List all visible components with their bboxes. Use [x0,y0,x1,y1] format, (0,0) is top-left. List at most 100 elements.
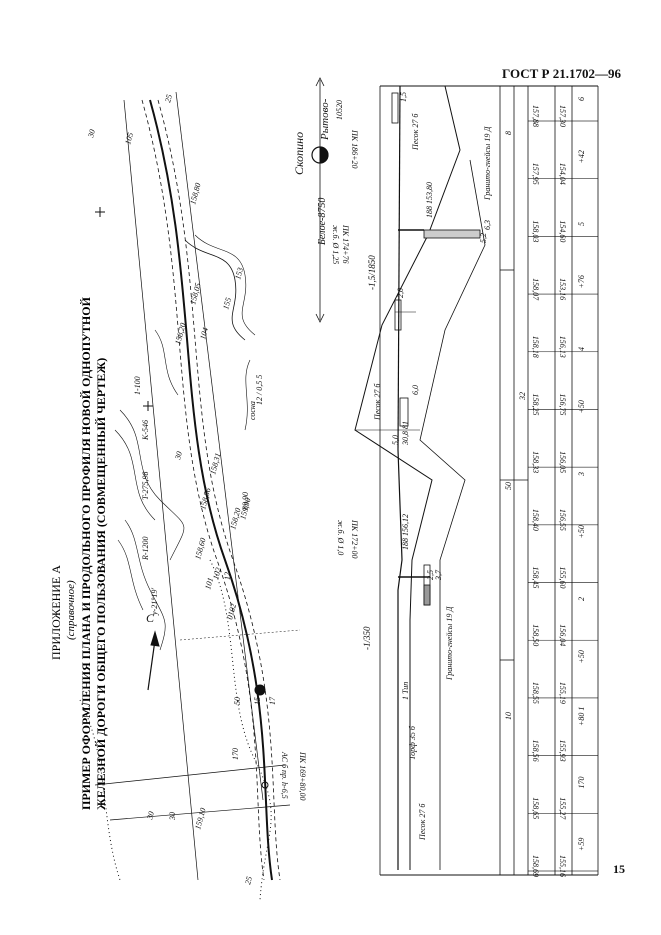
elev-point: 155 [221,297,233,311]
profile-picket: 4 [577,347,586,351]
elevation-ground: 155,27 [558,797,567,820]
pk-start: ПК 169+80,00 [298,751,307,801]
profile-mark: 188 153,80 [425,182,434,218]
profile-picket: 170 [577,777,586,789]
appendix-note: (справочное) [65,580,77,640]
profile-picket: 3 [577,472,586,477]
elevation-ground: 156,13 [558,336,567,358]
profile-picket: +50 [577,650,586,663]
profile-picket: +80 1 [577,707,586,726]
elevation-design: 158,55 [531,682,540,704]
picket-label: 170 [231,748,240,760]
appendix-label: ПРИЛОЖЕНИЕ А [49,565,63,660]
profile-mark: 2,0 [396,288,405,298]
elevation-design: 158,33 [531,451,540,473]
elevation-ground: 155,19 [558,682,567,704]
curve-radius: R-1200 [141,536,150,561]
profile-mark: 1,5 [399,92,408,102]
soil-label: Песок 27 б [418,803,427,841]
pine-label: сосна [248,401,257,420]
elevation-ground: 156,04 [558,624,567,646]
elevation-ground: 157,30 [558,105,567,127]
soil-label: 1 Тип [401,682,410,700]
elev-point: 158,20 [173,322,187,346]
station-rytovo-code: 10520 [335,100,344,120]
soil-label: Гранито-гнейсы 19 Д [483,126,492,201]
profile-mark: 5,2 [479,233,488,243]
profile-picket: +76 [577,275,586,288]
contour-label: 105 [123,132,135,146]
railway-axis [149,99,273,881]
profile-picket: +59 [577,838,586,851]
elev-point: 158,56 [198,487,212,511]
elevation-ground: 154,04 [558,163,567,185]
picket-label: 50 [233,697,242,705]
railway-edge-left [141,99,265,881]
curve-tangent: T-275,98 [141,471,150,500]
profile-picket: +50 [577,400,586,413]
contour-label: 101 [203,577,215,591]
title-line-1: ПРИМЕР ОФОРМЛЕНИЯ ПЛАНА И ПРОДОЛЬНОГО ПР… [79,296,93,810]
elevation-design: 158,45 [531,567,540,589]
elev-point: 158,31 [208,452,222,476]
slope-right: -1,5/1850 [367,255,377,290]
contour-label: 104 [198,327,210,341]
picket-label: 15 [253,697,262,705]
contour-label: 30 [173,450,184,461]
pk-right: ПК 186+20 [350,129,359,169]
contour-label: 25 [163,93,174,103]
station-skopino: Скопино [292,132,306,175]
profile-mark: 2,5 [426,570,435,580]
elevation-table: 158,69158,65158,56158,55158,50158,45158,… [528,97,598,877]
pk-left: ПК 172+00 [350,519,359,559]
gost-header: ГОСТ Р 21.1702—96 [502,66,621,81]
elevation-design: 158,25 [531,393,540,415]
contour-label: 30 [145,810,156,821]
railway-edge-right [157,99,281,881]
slope-left: -1/350 [362,626,372,650]
grid-label: 32 [518,392,527,401]
picket-label: 89,90 [241,492,250,510]
picket-label: 30 [168,812,177,821]
profile-picket: 6 [577,97,586,101]
elev-point: 153 [233,267,245,281]
profile-picket: 5 [577,222,586,226]
grid-label: 50 [504,482,513,490]
soil-label: Гранито-гнейсы 19 Д [445,606,454,681]
profile-mark: 6,0 [411,385,420,395]
profile-picket: +42 [577,150,586,163]
profile-view [354,85,599,876]
elevation-design: 158,03 [531,220,540,242]
pk-mid-note: ж.б. Ø 1,25 [331,225,340,264]
contour-label: 102 [211,567,223,581]
soil-label: Песок 27 б [373,383,382,421]
profile-mark: 5,0 [391,435,400,445]
profile-mark: 3,7 [434,569,443,581]
pk-left-note: ж.б. Ø 1,0 [336,520,345,555]
north-label: С [146,611,155,625]
curve-angle: у-21°19' [150,588,159,616]
contour-label: 30 [86,128,97,139]
elev-point: 158,60 [193,537,207,561]
station-symbol [311,77,329,323]
elevation-design: 158,07 [531,278,540,301]
soil-label: Песок 27 б [411,113,420,151]
elevation-ground: 156,75 [558,393,567,415]
elevation-ground: 156,55 [558,509,567,531]
profile-picket: 2 [577,597,586,601]
curve-length: K-546 [141,420,150,441]
pine-data: 12 / 0,5 5 [255,375,264,405]
contour-label: 25 [243,875,254,885]
elevation-design: 158,56 [531,740,540,762]
elev-point: 158,80 [188,182,202,206]
station-rytovo: Рытово- [319,98,331,141]
elevation-design: 158,18 [531,336,540,358]
elevation-design: 157,88 [531,105,540,127]
profile-mark: 30,8 81 [401,421,410,446]
contour-label: 0102 [225,603,238,621]
grid-label: 10 [504,712,513,720]
plan-view [79,91,301,901]
elevation-design: 158,65 [531,797,540,819]
pk-mid: ПК 174+76 [341,224,350,264]
elevation-ground: 155,16 [558,855,567,877]
